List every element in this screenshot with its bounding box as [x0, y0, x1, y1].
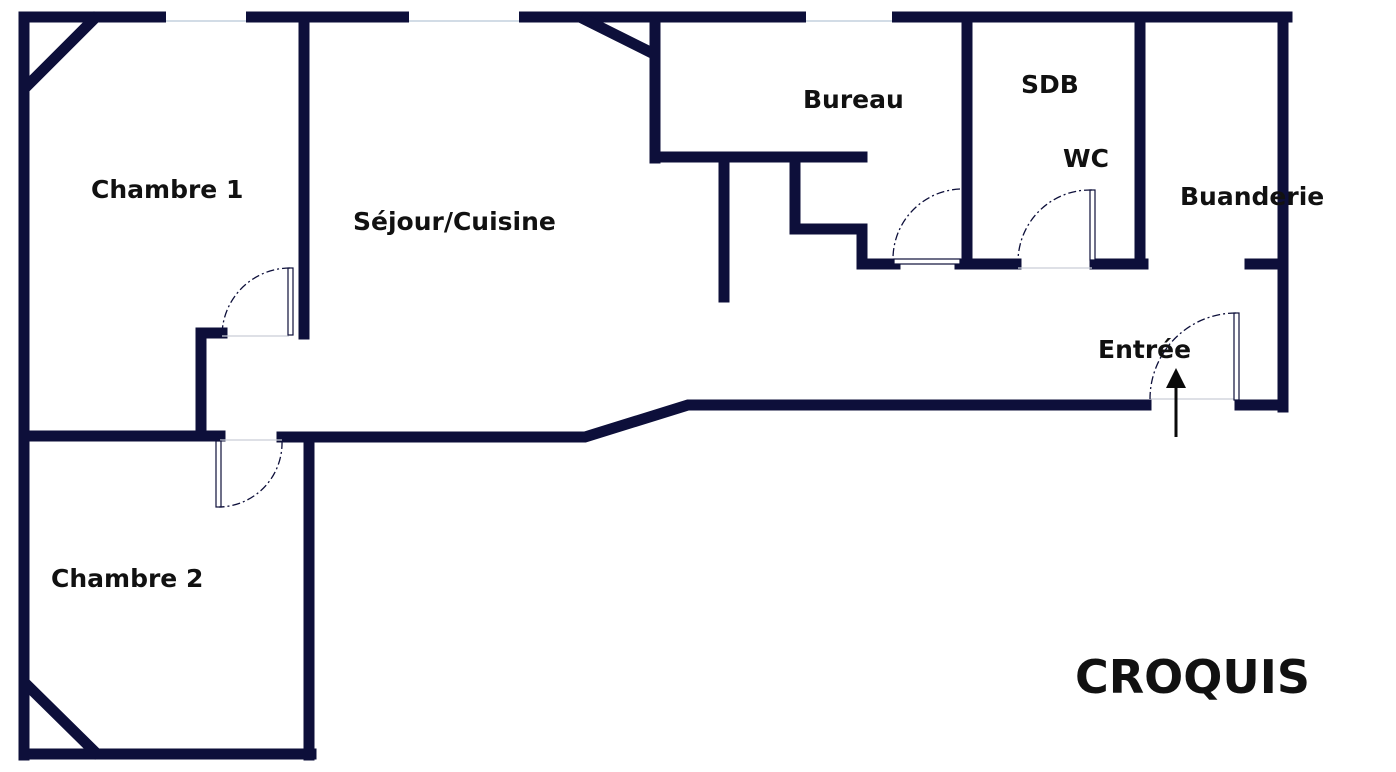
door-chambre2 [215, 439, 283, 508]
door-wc [1017, 189, 1096, 269]
label-chambre2: Chambre 2 [51, 564, 203, 593]
wall-step [789, 154, 901, 270]
door-entree-leaf [1233, 312, 1240, 401]
label-wc: WC [1063, 144, 1109, 173]
arrow-up-icon [1166, 368, 1186, 437]
label-chambre1: Chambre 1 [91, 175, 243, 204]
window-bureau [806, 11, 892, 23]
label-bureau: Bureau [803, 85, 904, 114]
label-entree: Entrée [1098, 335, 1191, 364]
door-bureau-leaf [893, 258, 961, 265]
door-wc-swing [1017, 189, 1093, 263]
door-wc-leaf [1089, 189, 1096, 261]
label-buanderie: Buanderie [1180, 182, 1324, 211]
door-chambre2-swing [218, 440, 283, 508]
doors [215, 188, 1240, 508]
window-chambre1 [166, 11, 246, 23]
door-chambre1-leaf [287, 267, 294, 336]
door-bureau [892, 188, 961, 265]
walls [18, 11, 1293, 761]
windows [166, 11, 892, 23]
label-sdb: SDB [1021, 70, 1079, 99]
door-chambre1-swing [221, 267, 291, 337]
plan-title: CROQUIS [1075, 650, 1310, 704]
door-bureau-swing [892, 188, 961, 260]
label-sejour: Séjour/Cuisine [353, 207, 556, 236]
door-entree-swing [1149, 312, 1237, 400]
wall-diag-bottom-left [20, 678, 103, 760]
door-chambre1 [221, 267, 294, 337]
room-labels: Chambre 1 Séjour/Cuisine Bureau SDB WC B… [51, 70, 1324, 593]
wall-diag-top-mid [578, 12, 658, 60]
wall-corridor-bottom [306, 399, 1152, 443]
door-chambre2-leaf [215, 440, 222, 508]
window-sejour [409, 11, 519, 23]
wall-diag-top-left [20, 11, 102, 93]
door-entree [1149, 312, 1240, 401]
